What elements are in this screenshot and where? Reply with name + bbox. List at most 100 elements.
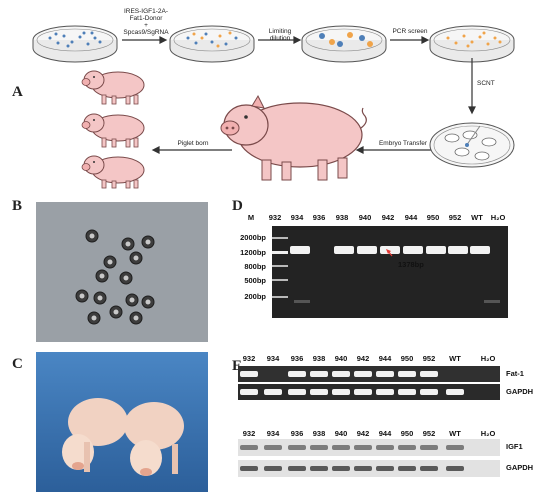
gel-e1-gapdh-band bbox=[310, 389, 328, 395]
petri-dish-3 bbox=[301, 25, 387, 63]
panel-label-e: E bbox=[232, 358, 243, 374]
gel-d-marker-label: 500bp bbox=[244, 276, 266, 285]
piglets-photo bbox=[36, 352, 208, 492]
panel-label-a: A bbox=[12, 84, 23, 100]
gel-e1-lane-label: 950 bbox=[400, 354, 414, 363]
panel-label-c: C bbox=[12, 356, 23, 372]
adult-pig-illustration bbox=[220, 94, 367, 181]
gel-e1-gapdh-band bbox=[398, 389, 416, 395]
panel-a-workflow bbox=[32, 25, 515, 189]
gel-e2-lane-label: 938 bbox=[312, 429, 326, 438]
gel-d-lane-label: 934 bbox=[290, 213, 304, 222]
gel-e1-fat1-band bbox=[398, 371, 416, 377]
gel-e2-igf1-band bbox=[240, 445, 258, 450]
petri-dish-4 bbox=[429, 25, 515, 63]
gel-e2-lane-label: 932 bbox=[242, 429, 256, 438]
gel-d-lane-label: H₂O bbox=[490, 213, 506, 222]
donor-line1: IRES-IGF1-2A-Fat1-Donor bbox=[123, 8, 169, 22]
gel-e2-lane-label: 940 bbox=[334, 429, 348, 438]
gel-d-band bbox=[426, 246, 446, 254]
gel-e2-igf1-band bbox=[354, 445, 372, 450]
scnt-label: SCNT bbox=[477, 80, 495, 87]
gel-d-marker-label: 200bp bbox=[244, 292, 266, 301]
embryo-transfer-label: Embryo Transfer bbox=[378, 140, 428, 147]
gel-e2-igf1 bbox=[238, 439, 500, 456]
gel-d-marker-label: 1200bp bbox=[240, 248, 266, 257]
gel-e1-lane-label: 944 bbox=[378, 354, 392, 363]
gel-e2-gapdh-band bbox=[420, 466, 438, 471]
gel-e1-lane-label: 932 bbox=[242, 354, 256, 363]
donor-label: IRES-IGF1-2A-Fat1-Donor + Spcas9/SgRNA bbox=[122, 8, 170, 36]
gel-e1-gapdh-band bbox=[264, 389, 282, 395]
gel-d-band bbox=[357, 246, 377, 254]
gel-d-lane-label: 938 bbox=[335, 213, 349, 222]
gel-d-band bbox=[403, 246, 423, 254]
gel-d-marker-label: 2000bp bbox=[240, 233, 266, 242]
gel-d-band bbox=[448, 246, 468, 254]
petri-dish-1 bbox=[32, 25, 118, 63]
gel-e1-fat1 bbox=[238, 366, 500, 382]
gel-e1-lane-label: 936 bbox=[290, 354, 304, 363]
gel-e2-lane-label: 944 bbox=[378, 429, 392, 438]
gel-d-band bbox=[334, 246, 354, 254]
embryo-photo bbox=[36, 202, 208, 342]
gel-e2-gapdh-band bbox=[240, 466, 258, 471]
gel-e1-lane-label: H₂O bbox=[480, 354, 496, 363]
gel-e2-lane-label: 934 bbox=[266, 429, 280, 438]
gel-d-lane-label: 942 bbox=[381, 213, 395, 222]
gel-d-lane-label: M bbox=[247, 213, 255, 222]
gel-d-marker-label: 800bp bbox=[244, 262, 266, 271]
gel-d-band bbox=[470, 246, 490, 254]
gel-e2-igf1-band bbox=[310, 445, 328, 450]
gel-e1-lane-label: WT bbox=[449, 354, 461, 363]
gel-d-lane-labels: M 932 934 936 938 940 942 944 950 952 WT… bbox=[238, 213, 508, 225]
gel-e2-lane-label: 936 bbox=[290, 429, 304, 438]
gel-e1-fat1-band bbox=[240, 371, 258, 377]
gel-e2-igf1-band bbox=[288, 445, 306, 450]
gel-e2-lane-labels: 932 934 936 938 940 942 944 950 952 WT H… bbox=[238, 429, 498, 441]
donor-plus: + bbox=[144, 22, 148, 29]
panel-label-d: D bbox=[232, 198, 243, 214]
piglet-born-label: Piglet born bbox=[177, 140, 209, 147]
gel-e2-lane-label: WT bbox=[449, 429, 461, 438]
gel-d-lane-label: 944 bbox=[404, 213, 418, 222]
gel-e1-gapdh-band bbox=[376, 389, 394, 395]
gel-e2-gapdh-band bbox=[376, 466, 394, 471]
gel-e1-fat1-band bbox=[288, 371, 306, 377]
gel-d-lane-label: 936 bbox=[312, 213, 326, 222]
gel-e1-lane-label: 952 bbox=[422, 354, 436, 363]
gel-e1-lane-label: 938 bbox=[312, 354, 326, 363]
gel-e2-gapdh bbox=[238, 460, 500, 477]
gel-e2-row2-label: GAPDH bbox=[506, 463, 534, 472]
gel-d-lane-label: 950 bbox=[426, 213, 440, 222]
gel-d-band bbox=[290, 246, 310, 254]
gel-e1-fat1-band bbox=[420, 371, 438, 377]
gel-e2-igf1-band bbox=[376, 445, 394, 450]
gel-d-markers: 2000bp 1200bp 800bp 500bp 200bp bbox=[232, 228, 272, 318]
gel-e1-gapdh-band bbox=[446, 389, 464, 395]
gel-e1-fat1-band bbox=[332, 371, 350, 377]
gel-d-lane-label: WT bbox=[471, 213, 483, 222]
gel-e2-lane-label: H₂O bbox=[480, 429, 496, 438]
pcr-screen-label: PCR screen bbox=[392, 28, 428, 35]
gel-e2-gapdh-band bbox=[332, 466, 350, 471]
gel-e1-row2-label: GAPDH bbox=[506, 387, 534, 396]
gel-d-lane-label: 952 bbox=[448, 213, 462, 222]
gel-e1-lane-label: 934 bbox=[266, 354, 280, 363]
gel-e2-lane-label: 952 bbox=[422, 429, 436, 438]
donor-line2: Spcas9/SgRNA bbox=[123, 29, 169, 36]
gel-d-annotation: 1378bp bbox=[398, 260, 424, 269]
gel-e2-gapdh-band bbox=[398, 466, 416, 471]
gel-e1-lane-label: 940 bbox=[334, 354, 348, 363]
gel-e2-lane-label: 942 bbox=[356, 429, 370, 438]
gel-e1-gapdh-band bbox=[288, 389, 306, 395]
gel-e1-fat1-band bbox=[376, 371, 394, 377]
gel-e2-gapdh-band bbox=[310, 466, 328, 471]
limiting-dilution-label: Limiting dilution bbox=[268, 28, 292, 42]
petri-dish-scnt bbox=[429, 122, 515, 168]
gel-e2-lane-label: 950 bbox=[400, 429, 414, 438]
gel-e1-gapdh-band bbox=[354, 389, 372, 395]
gel-e1-lane-label: 942 bbox=[356, 354, 370, 363]
gel-e2-igf1-band bbox=[332, 445, 350, 450]
gel-e2-igf1-band bbox=[420, 445, 438, 450]
